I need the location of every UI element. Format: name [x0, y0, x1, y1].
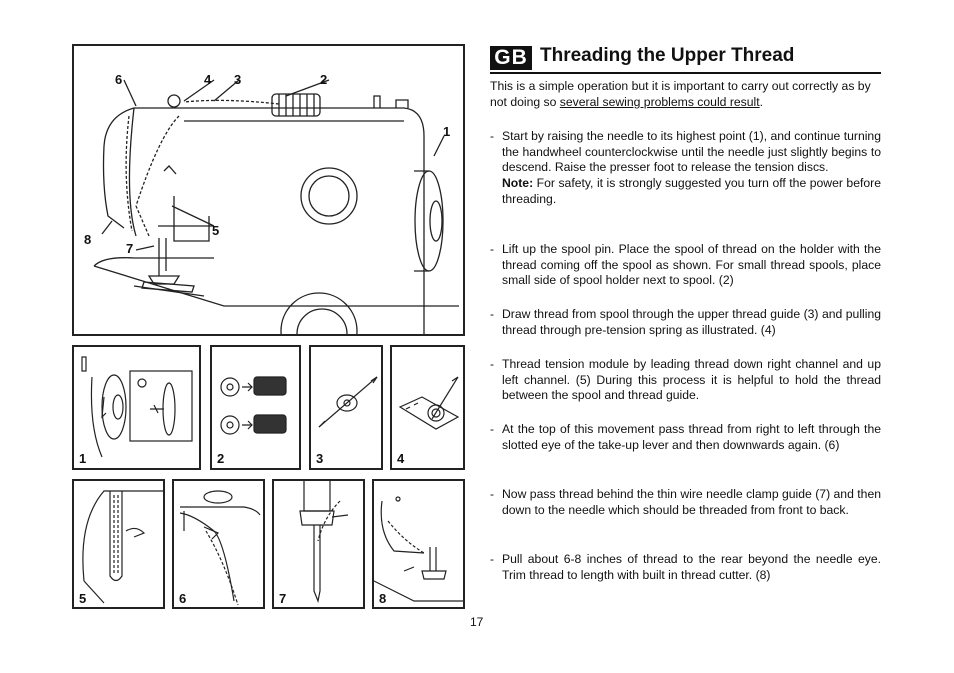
- step-text: Lift up the spool pin. Place the spool o…: [502, 242, 881, 288]
- language-badge: GB: [490, 46, 532, 70]
- panel-7: 7: [272, 479, 365, 609]
- step-6: - Now pass thread behind the thin wire n…: [490, 487, 881, 518]
- main-label-6: 6: [115, 72, 123, 87]
- page-number: 17: [470, 615, 484, 629]
- main-label-1: 1: [443, 124, 451, 139]
- panel-3: 3: [309, 345, 383, 470]
- panel-label-8: 8: [379, 591, 387, 606]
- main-label-7: 7: [126, 241, 134, 256]
- panel-1: 1: [72, 345, 201, 470]
- note-label: Note:: [502, 176, 534, 191]
- page-title: Threading the Upper Thread: [540, 45, 795, 66]
- intro-text: This is a simple operation but it is imp…: [490, 79, 871, 109]
- main-label-2: 2: [320, 72, 328, 87]
- intro-text-end: .: [759, 94, 764, 109]
- step-text: At the top of this movement pass thread …: [502, 422, 881, 452]
- bullet-dash: -: [490, 552, 495, 566]
- bullet-dash: -: [490, 242, 495, 256]
- main-label-8: 8: [84, 232, 92, 247]
- panel-label-3: 3: [316, 451, 324, 466]
- panel-2: 2: [210, 345, 301, 470]
- spool-pin-illustration: [220, 376, 287, 435]
- panel-4: 4: [390, 345, 465, 470]
- step-text: Pull about 6-8 inches of thread to the r…: [502, 552, 881, 582]
- intro-underlined-text: several sewing problems could result: [559, 94, 760, 109]
- step-text: Now pass thread behind the thin wire nee…: [502, 487, 881, 517]
- panel-6: 6: [172, 479, 265, 609]
- handwheel-illustration: [81, 356, 193, 458]
- panel-label-7: 7: [279, 591, 287, 606]
- step-3: - Draw thread from spool through the upp…: [490, 307, 881, 338]
- step-4: - Thread tension module by leading threa…: [490, 357, 881, 404]
- panel-8: 8: [372, 479, 465, 609]
- step-text: Start by raising the needle to its highe…: [502, 129, 881, 175]
- main-threading-diagram: 6 4 3 2 1 5 8 7: [72, 44, 465, 336]
- panel-label-1: 1: [79, 451, 87, 466]
- bullet-dash: -: [490, 357, 495, 371]
- step-7: - Pull about 6-8 inches of thread to the…: [490, 552, 881, 583]
- take-up-lever-illustration: [179, 490, 261, 606]
- section-header: GB Threading the Upper Thread: [490, 44, 881, 74]
- panel-label-5: 5: [79, 591, 87, 606]
- intro-paragraph: This is a simple operation but it is imp…: [490, 79, 881, 110]
- thread-cutter-illustration: [374, 496, 463, 602]
- panel-label-6: 6: [179, 591, 187, 606]
- step-text: Draw thread from spool through the upper…: [502, 307, 881, 337]
- step-text: Thread tension module by leading thread …: [502, 357, 881, 403]
- main-label-3: 3: [234, 72, 242, 87]
- step-5: - At the top of this movement pass threa…: [490, 422, 881, 453]
- pre-tension-spring-illustration: [398, 376, 460, 430]
- needle-clamp-illustration: [299, 481, 349, 604]
- note-text: For safety, it is strongly suggested you…: [502, 176, 881, 206]
- main-label-5: 5: [212, 223, 220, 238]
- bullet-dash: -: [490, 487, 495, 501]
- panel-5: 5: [72, 479, 165, 609]
- step-1: - Start by raising the needle to its hig…: [490, 129, 881, 208]
- step-2: - Lift up the spool pin. Place the spool…: [490, 242, 881, 289]
- main-label-4: 4: [204, 72, 212, 87]
- bullet-dash: -: [490, 307, 495, 321]
- panel-label-4: 4: [397, 451, 405, 466]
- bullet-dash: -: [490, 129, 495, 143]
- thread-guide-illustration: [318, 376, 378, 428]
- tension-module-illustration: [82, 490, 163, 604]
- panel-label-2: 2: [217, 451, 225, 466]
- sewing-machine-illustration: [93, 79, 459, 334]
- note-paragraph: Note: For safety, it is strongly suggest…: [502, 176, 881, 207]
- bullet-dash: -: [490, 422, 495, 436]
